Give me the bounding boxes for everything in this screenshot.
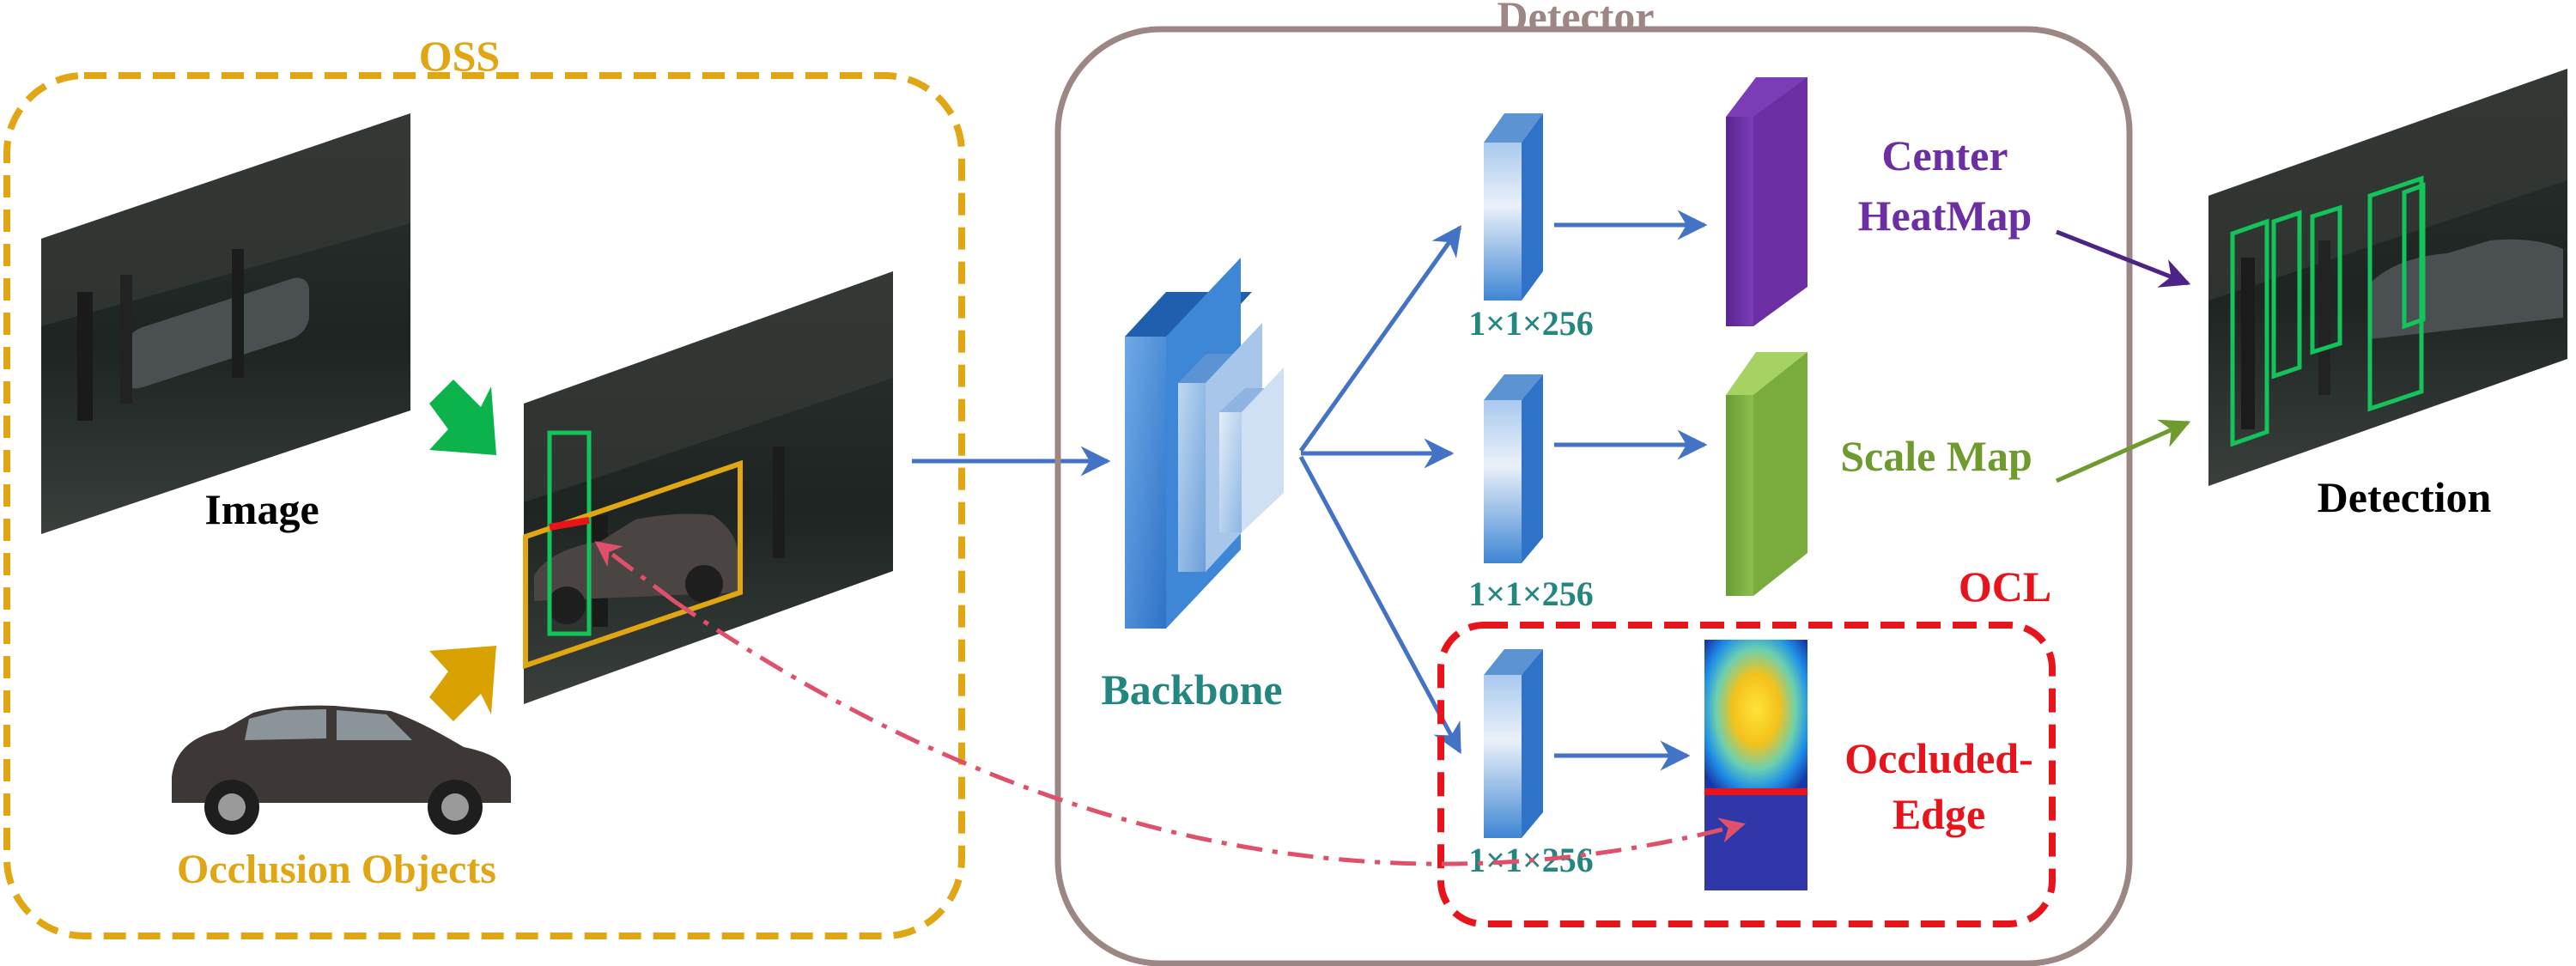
center-to-detection-arrow bbox=[2056, 229, 2191, 288]
edge-label-line1: Occluded- bbox=[1844, 734, 2032, 782]
detector-box bbox=[1054, 26, 2133, 966]
augmented-image bbox=[523, 271, 893, 704]
branch-feature-bottom bbox=[1484, 649, 1543, 838]
branch-feature-top bbox=[1484, 113, 1543, 301]
occluder-box bbox=[523, 459, 743, 670]
scale-map-label: Scale Map bbox=[1840, 432, 2032, 480]
supervision-arrow-tail bbox=[594, 541, 676, 603]
backbone-label: Backbone bbox=[1101, 665, 1282, 714]
occlusion-edge-mark bbox=[549, 517, 590, 531]
gold-arrow bbox=[429, 646, 496, 721]
supervision-arrow bbox=[672, 598, 1746, 866]
input-image bbox=[41, 113, 410, 534]
branch-label-top: 1×1×256 bbox=[1468, 304, 1594, 343]
center-label-line2: HeatMap bbox=[1858, 191, 2032, 240]
person-box bbox=[547, 430, 592, 636]
scale-map-head bbox=[1726, 352, 1807, 596]
detection-image bbox=[2208, 69, 2567, 486]
branch-label-mid: 1×1×256 bbox=[1468, 574, 1594, 613]
center-label-line1: Center bbox=[1881, 131, 2008, 179]
detection-box-3 bbox=[2310, 204, 2342, 355]
detection-box-1 bbox=[2230, 218, 2269, 447]
branch-feature-mid bbox=[1484, 374, 1543, 563]
detection-box-5 bbox=[2402, 182, 2426, 330]
edge-label-line2: Edge bbox=[1893, 790, 1985, 838]
detection-box-4 bbox=[2367, 175, 2424, 412]
green-arrow bbox=[429, 380, 496, 455]
detector-title: Detector bbox=[1497, 0, 1654, 40]
oss-box bbox=[3, 72, 965, 939]
branch-arrow-top bbox=[1298, 225, 1462, 453]
occlusion-car bbox=[172, 705, 511, 835]
occluded-edge-heatmap bbox=[1704, 640, 1807, 890]
branch-arrow-bottom bbox=[1298, 455, 1462, 755]
center-heatmap-head bbox=[1726, 77, 1807, 326]
ocl-box bbox=[1437, 622, 2056, 927]
occlusion-label: Occlusion Objects bbox=[177, 847, 496, 892]
backbone-block bbox=[1125, 258, 1284, 629]
image-label: Image bbox=[204, 485, 319, 533]
detection-label: Detection bbox=[2318, 473, 2492, 521]
oss-title: OSS bbox=[419, 32, 501, 80]
ocl-title: OCL bbox=[1959, 562, 2051, 611]
detection-box-2 bbox=[2271, 210, 2302, 380]
scale-to-detection-arrow bbox=[2055, 419, 2191, 483]
